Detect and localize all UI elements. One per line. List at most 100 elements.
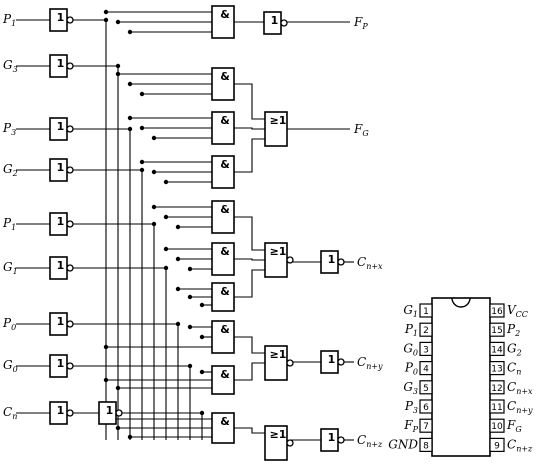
ic-pin-label-4: P0: [404, 361, 418, 377]
junction-dot: [199, 302, 205, 308]
ic-pin-number-16: 16: [491, 307, 503, 317]
ic-pin-label-10-sub: G: [515, 425, 522, 434]
and-gate-6: [211, 242, 235, 276]
junction-dot: [199, 410, 205, 416]
ic-pin-label-6-sub: 3: [413, 406, 418, 415]
ic-pin-12: [489, 380, 505, 395]
junction-dot: [151, 135, 157, 141]
inverter-g3-symbol: 1: [57, 57, 65, 70]
or-gate-4-bubble: [286, 439, 294, 447]
ic-notch: [451, 297, 471, 308]
ic-pin-number-2: 2: [423, 326, 429, 336]
junction-dot: [163, 179, 169, 185]
output-label-cnz-sub: n+z: [366, 440, 383, 449]
ic-pin-label-1-sub: 1: [413, 310, 418, 319]
junction-dot: [187, 324, 193, 330]
ic-pin-label-3-main: G: [403, 341, 413, 355]
inverter-p3-bubble: [66, 125, 74, 133]
junction-dot: [187, 266, 193, 272]
inverter-cnx-symbol: 1: [328, 253, 336, 266]
output-label-fp: FP: [353, 15, 368, 31]
ic-pin-label-16-sub: CC: [516, 310, 528, 319]
junction-dot: [139, 91, 145, 97]
junction-dot: [115, 385, 121, 391]
ic-pin-label-12: Cn+x: [507, 380, 533, 396]
input-label-g1-sub: 1: [13, 267, 18, 276]
ic-pin-label-1-main: G: [403, 303, 413, 317]
and-gate-1: [211, 5, 235, 39]
ic-pin-label-2-main: P: [404, 322, 414, 336]
ic-pin-label-16: VCC: [507, 303, 528, 319]
and-gate-1-symbol: &: [220, 8, 230, 21]
junction-dot: [187, 363, 193, 369]
input-label-p1: P1: [2, 12, 16, 28]
input-label-g2-sub: 2: [12, 169, 18, 178]
ic-pin-label-13: Cn: [507, 361, 521, 377]
junction-dot: [151, 169, 157, 175]
junction-dot: [127, 29, 133, 35]
ic-pin-label-7: FP: [403, 418, 418, 434]
output-label-fp-main: F: [353, 15, 363, 29]
junction-dot: [151, 221, 157, 227]
inverter-cny-bubble: [337, 358, 345, 366]
input-label-g2: G2: [3, 162, 18, 178]
or-gate-4-symbol: ≥1: [270, 428, 287, 441]
ic-pin-9: [489, 437, 505, 452]
inverter-p0-bubble: [66, 320, 74, 328]
ic-pin-number-9: 9: [494, 441, 500, 451]
input-label-g0: G0: [3, 358, 18, 374]
ic-pin-label-8: GND: [388, 437, 418, 451]
ic-pin-label-11-sub: n+y: [516, 406, 533, 415]
and-gate-8: [211, 320, 235, 354]
ic-pin-label-5-sub: 3: [413, 387, 418, 396]
ic-pin-label-10: FG: [506, 418, 522, 434]
ic-pin-label-8-main: GND: [388, 437, 418, 451]
input-label-p3-sub: 3: [11, 128, 16, 137]
and-gate-9: [211, 365, 235, 395]
ic-pin-8: [419, 437, 433, 452]
ic-pin-number-3: 3: [423, 345, 429, 355]
junction-dot: [127, 115, 133, 121]
ic-pin-16: [489, 303, 505, 318]
and-to-or-wire: [234, 258, 265, 261]
input-label-g0-sub: 0: [13, 365, 18, 374]
inverter-g2-symbol: 1: [57, 161, 65, 174]
input-label-p1-main: P: [2, 12, 12, 26]
output-label-cnz: Cn+z: [357, 433, 383, 449]
junction-dot: [139, 159, 145, 165]
output-label-cny: Cn+y: [357, 355, 383, 371]
input-label-p0-sub: 0: [11, 323, 16, 332]
ic-pin-label-2-sub: 1: [413, 329, 418, 338]
inverter-cnz-bubble: [337, 436, 345, 444]
and-gate-3-symbol: &: [220, 114, 230, 127]
junction-dot: [175, 256, 181, 262]
junction-dot: [115, 19, 121, 25]
junction-dot: [163, 246, 169, 252]
and-gate-3: [211, 111, 235, 145]
output-label-fg-sub: G: [362, 129, 369, 138]
and-gate-5: [211, 200, 235, 234]
inverter-cnz-symbol: 1: [328, 431, 336, 444]
ic-pin-15: [489, 322, 505, 337]
ic-pin-14: [489, 341, 505, 356]
ic-pin-4: [419, 361, 433, 376]
input-label-p0-main: P: [2, 316, 12, 330]
output-label-fp-sub: P: [361, 22, 368, 31]
input-label-p3-main: P: [2, 121, 12, 135]
ic-pin-label-14-sub: 2: [516, 348, 522, 357]
inverter-cn-symbol: 1: [57, 404, 65, 417]
ic-body: [431, 297, 491, 457]
and-gate-4: [211, 155, 235, 189]
ic-pin-label-13-main: C: [507, 361, 516, 375]
ic-pin-number-15: 15: [491, 326, 502, 336]
or-gate-2-bubble: [286, 256, 294, 264]
ic-pin-number-1: 1: [423, 307, 429, 317]
input-label-p1b: P1: [2, 216, 16, 232]
and-to-or-wire: [234, 336, 265, 354]
ic-pin-7: [419, 418, 433, 433]
ic-pin-label-15: P2: [506, 322, 520, 338]
and-to-or-wire: [234, 138, 265, 173]
